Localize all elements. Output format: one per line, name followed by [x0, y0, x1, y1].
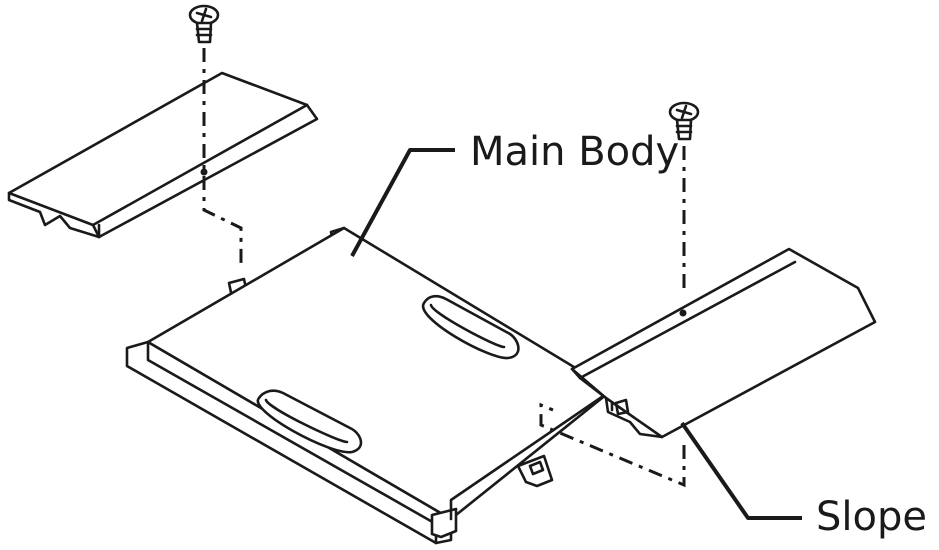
main-body-label: Main Body	[470, 129, 679, 175]
screw-right	[668, 101, 700, 141]
screw-left	[188, 4, 220, 44]
assembly-line-left	[202, 48, 243, 268]
slope-right-screw-hole	[679, 309, 687, 317]
slope-right	[570, 247, 877, 439]
assembly-line-right-lower	[539, 402, 686, 488]
slope-left-screw-hole	[200, 168, 208, 176]
slope-left	[7, 71, 319, 239]
main-body-plate	[125, 226, 614, 545]
main-body-front-post	[430, 507, 458, 539]
slope-left-surface	[7, 71, 319, 239]
slope-label: Slope	[816, 494, 927, 540]
handle-slot-rear	[421, 294, 520, 360]
handle-slot-front	[256, 389, 363, 454]
main-body-foot-right	[516, 454, 554, 488]
main-body-leader-line	[350, 148, 455, 257]
slope-leader-line	[680, 421, 802, 520]
